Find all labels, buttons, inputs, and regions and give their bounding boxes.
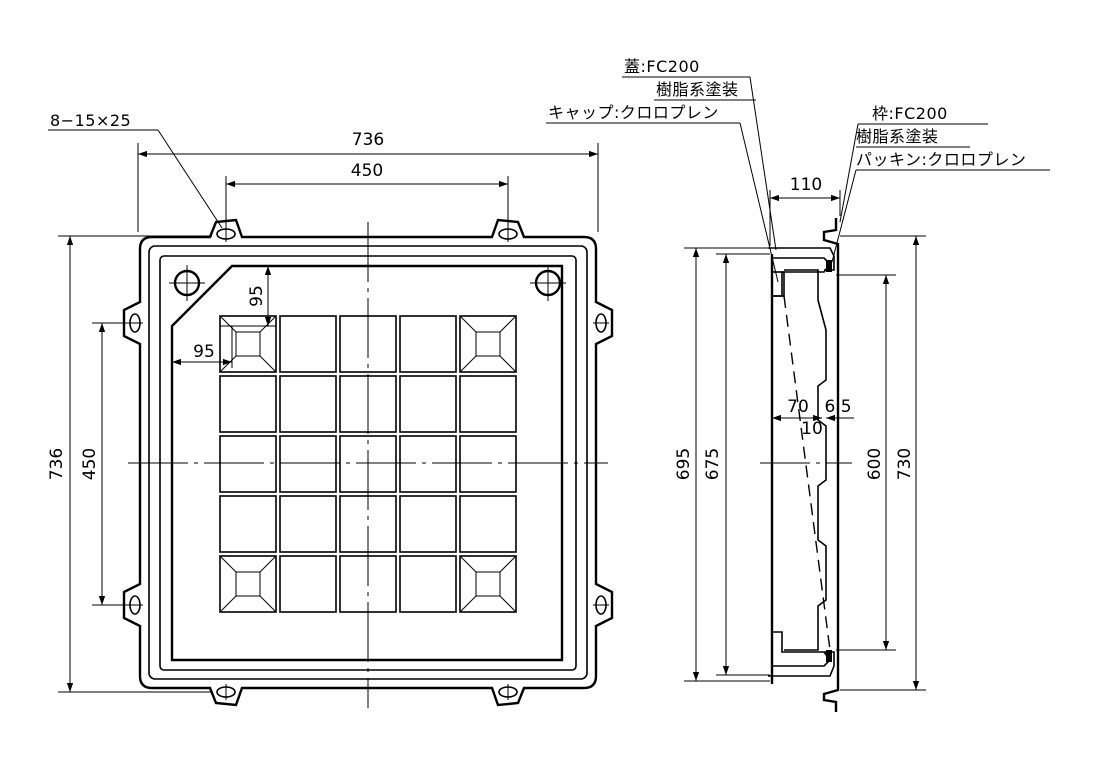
grid-cell — [459, 375, 517, 433]
grid-cell — [459, 435, 517, 493]
dim-10: 10 — [801, 419, 823, 439]
frame-section — [822, 218, 840, 712]
dim-70: 70 — [787, 397, 809, 417]
grid-cell — [459, 555, 517, 613]
grid-cell — [279, 375, 337, 433]
grid-cell — [279, 555, 337, 613]
grid-cell — [399, 495, 457, 553]
frame-leader — [839, 123, 859, 223]
section-view: 695 675 600 730 110 70 6.5 10 蓋:FC200 樹脂… — [546, 57, 1050, 712]
grid-cell — [399, 555, 457, 613]
packing-material-label: パッキン:クロロプレン — [856, 150, 1026, 169]
plan-view: 736 450 736 450 95 95 8−15×25 — [47, 111, 614, 708]
packing-top — [826, 260, 832, 272]
frame-material-label: 枠:FC200 — [872, 104, 948, 123]
grid-cell — [219, 495, 277, 553]
lift-hole-right — [530, 265, 566, 301]
bolt-note: 8−15×25 — [50, 111, 131, 130]
dim-vpitch-450: 450 — [80, 448, 100, 480]
grid-cell — [279, 435, 337, 493]
dim-height-736: 736 — [47, 448, 67, 480]
grid-cell — [459, 495, 517, 553]
grid-cell — [219, 375, 277, 433]
grid-cell — [219, 315, 277, 373]
grid-cell — [279, 315, 337, 373]
cover-profile-right — [784, 269, 827, 651]
dim-chamfer-horizontal: 95 — [193, 342, 215, 362]
dim-height-600: 600 — [865, 448, 885, 480]
cover-bottom-detail — [772, 631, 832, 667]
grid-cell — [279, 495, 337, 553]
grid-cell — [399, 435, 457, 493]
bolt-note-leader — [157, 129, 223, 229]
dim-width-736: 736 — [352, 130, 384, 150]
pattern-boundary — [170, 264, 564, 662]
grid-cell — [399, 375, 457, 433]
dim-6-5: 6.5 — [824, 397, 851, 417]
cap-section — [771, 271, 785, 297]
cap-leader — [739, 122, 779, 283]
dim-depth-110: 110 — [790, 175, 822, 195]
dim-chamfer-vertical: 95 — [247, 285, 267, 307]
lift-hole-left — [169, 265, 205, 301]
frame-lip-bottom — [768, 651, 835, 677]
cover-leader — [749, 76, 777, 251]
bolt-holes — [127, 226, 609, 700]
grid-cell — [459, 315, 517, 373]
cover-top-detail — [772, 257, 832, 297]
cap-material-label: キャップ:クロロプレン — [548, 103, 719, 122]
dim-height-695: 695 — [674, 448, 694, 480]
packing-bottom — [826, 650, 832, 662]
grid-cell — [399, 315, 457, 373]
cover-coating-label: 樹脂系塗装 — [656, 80, 739, 99]
grid-cell — [219, 435, 277, 493]
frame-coating-label: 樹脂系塗装 — [856, 127, 939, 146]
dim-height-675: 675 — [703, 448, 723, 480]
grid-cell — [219, 555, 277, 613]
cover-material-label: 蓋:FC200 — [624, 57, 700, 76]
dim-pitch-450: 450 — [351, 161, 383, 181]
frame-outline — [122, 218, 614, 707]
packing-leader — [831, 169, 857, 263]
dim-height-730: 730 — [895, 448, 915, 480]
hidden-slope-line — [783, 295, 831, 651]
